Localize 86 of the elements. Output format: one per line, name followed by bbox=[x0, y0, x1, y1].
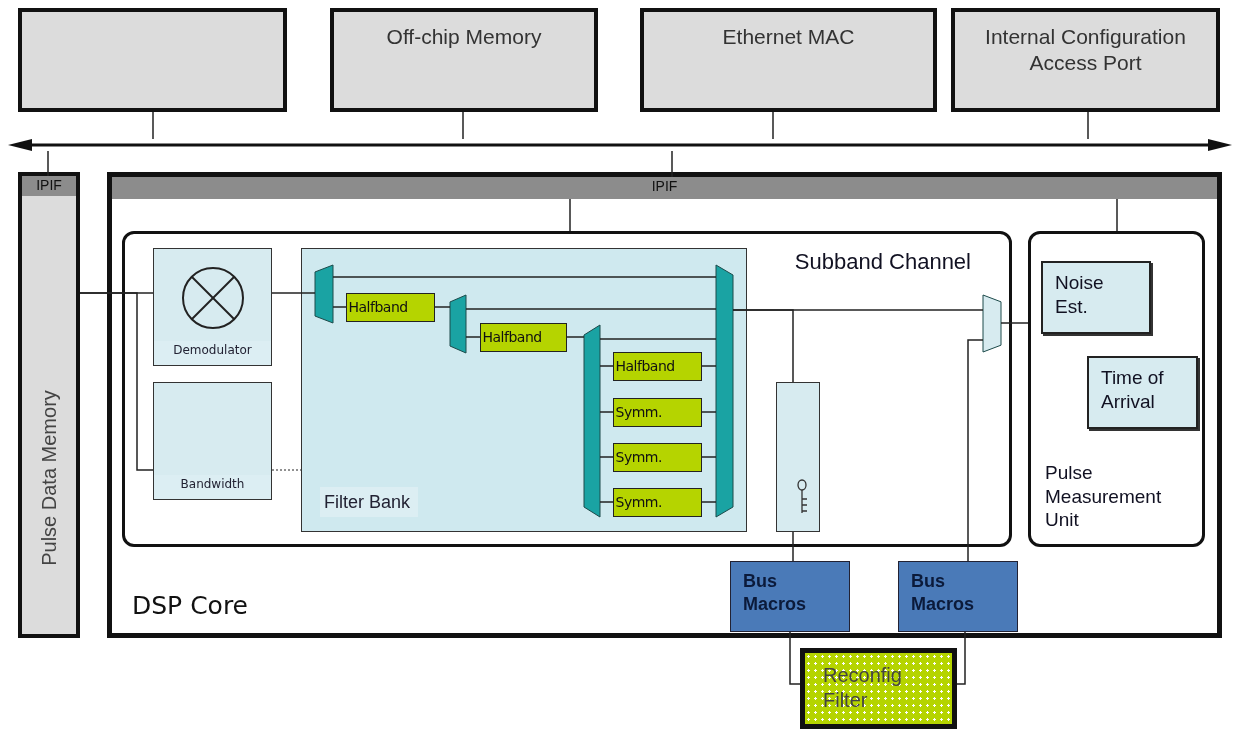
connector-line bbox=[332, 276, 717, 278]
connector-line bbox=[566, 336, 585, 338]
connector-line bbox=[599, 501, 614, 503]
connector-line bbox=[701, 365, 717, 367]
interface-band bbox=[112, 177, 1217, 199]
connector-line bbox=[465, 336, 481, 338]
bus-macro-box bbox=[898, 561, 1018, 632]
connector-line bbox=[462, 111, 464, 140]
connector-line bbox=[599, 338, 717, 340]
block-box bbox=[153, 248, 272, 366]
node-label: Bandwidth bbox=[154, 475, 271, 499]
node-label: Symm. bbox=[615, 448, 662, 466]
core-frame bbox=[107, 172, 1222, 638]
connector-line bbox=[1000, 322, 1029, 324]
multiplexer-shape bbox=[583, 324, 600, 517]
module-panel bbox=[1028, 231, 1205, 547]
bus-arrow bbox=[8, 139, 1232, 151]
filter-box bbox=[612, 397, 702, 427]
node-label: Ethernet MAC bbox=[721, 24, 856, 50]
block-box bbox=[1041, 261, 1151, 334]
node-label: Subband Channel bbox=[794, 248, 971, 276]
node-label: Pulse Data Memory bbox=[36, 390, 61, 567]
connector-line bbox=[732, 309, 794, 383]
component-box bbox=[951, 8, 1220, 112]
multiplexer-shape bbox=[449, 294, 466, 353]
node-label: Halfband bbox=[482, 328, 542, 346]
block-box bbox=[1087, 356, 1198, 429]
connector-line bbox=[1116, 198, 1118, 232]
node-label: Bus Macros bbox=[911, 570, 976, 615]
multiplexer-shape bbox=[983, 295, 1001, 352]
node-label: Halfband bbox=[615, 357, 675, 375]
connector-line bbox=[701, 411, 717, 413]
node-label: Filter Bank bbox=[320, 486, 418, 517]
node-label: Symm. bbox=[615, 493, 662, 511]
connector-line bbox=[701, 501, 717, 503]
connector-line bbox=[789, 631, 801, 685]
block-box bbox=[153, 382, 272, 500]
multiplexer-shape bbox=[715, 264, 733, 517]
filter-box bbox=[345, 292, 435, 322]
connector-line bbox=[332, 306, 347, 308]
node-label: Bus Macros bbox=[743, 570, 808, 615]
node-label: Noise Est. bbox=[1055, 271, 1105, 319]
connector-line bbox=[772, 111, 774, 140]
node-label: Demodulator bbox=[154, 341, 271, 365]
connector-line bbox=[967, 339, 984, 562]
connector-line bbox=[271, 292, 316, 294]
multiplexer-shape bbox=[314, 264, 333, 323]
node-label: IPIF bbox=[35, 177, 63, 195]
node-label: DSP Core bbox=[132, 589, 248, 621]
node-label: Pulse Measurement Unit bbox=[1045, 460, 1163, 532]
reconfig-box bbox=[800, 648, 957, 729]
connector-line bbox=[1087, 111, 1089, 140]
connector-line bbox=[671, 150, 673, 178]
filter-bank-panel bbox=[301, 248, 747, 532]
component-box bbox=[18, 8, 287, 112]
node-label: Halfband bbox=[348, 298, 408, 316]
connector-line bbox=[569, 198, 571, 232]
connector-line bbox=[152, 111, 154, 140]
connector-line bbox=[271, 469, 302, 471]
node-label: Symm. bbox=[615, 403, 662, 421]
interface-band bbox=[22, 176, 76, 196]
connector-line bbox=[599, 456, 614, 458]
node-label: Internal Configuration Access Port bbox=[984, 24, 1187, 77]
node-label: Off-chip Memory bbox=[385, 24, 543, 50]
connector-line bbox=[599, 411, 614, 413]
filter-box bbox=[612, 487, 702, 517]
connector-line bbox=[792, 531, 794, 562]
connector-line bbox=[701, 456, 717, 458]
filter-box bbox=[612, 351, 702, 381]
connector-line bbox=[599, 365, 614, 367]
filter-box bbox=[612, 442, 702, 472]
node-label: Reconfig Filter bbox=[823, 663, 903, 713]
connector-line bbox=[956, 631, 966, 685]
node-label: Time of Arrival bbox=[1101, 366, 1165, 414]
node-label: IPIF bbox=[650, 178, 679, 196]
component-box bbox=[330, 8, 598, 112]
module-panel bbox=[122, 231, 1012, 547]
bus-macro-box bbox=[730, 561, 850, 632]
connector-line bbox=[79, 292, 154, 471]
memory-column bbox=[18, 172, 80, 638]
connector-line bbox=[434, 306, 451, 308]
connector-line bbox=[47, 150, 49, 177]
filter-box bbox=[479, 322, 567, 352]
component-box bbox=[640, 8, 937, 112]
block-box bbox=[776, 382, 820, 532]
connector-line bbox=[465, 308, 717, 310]
